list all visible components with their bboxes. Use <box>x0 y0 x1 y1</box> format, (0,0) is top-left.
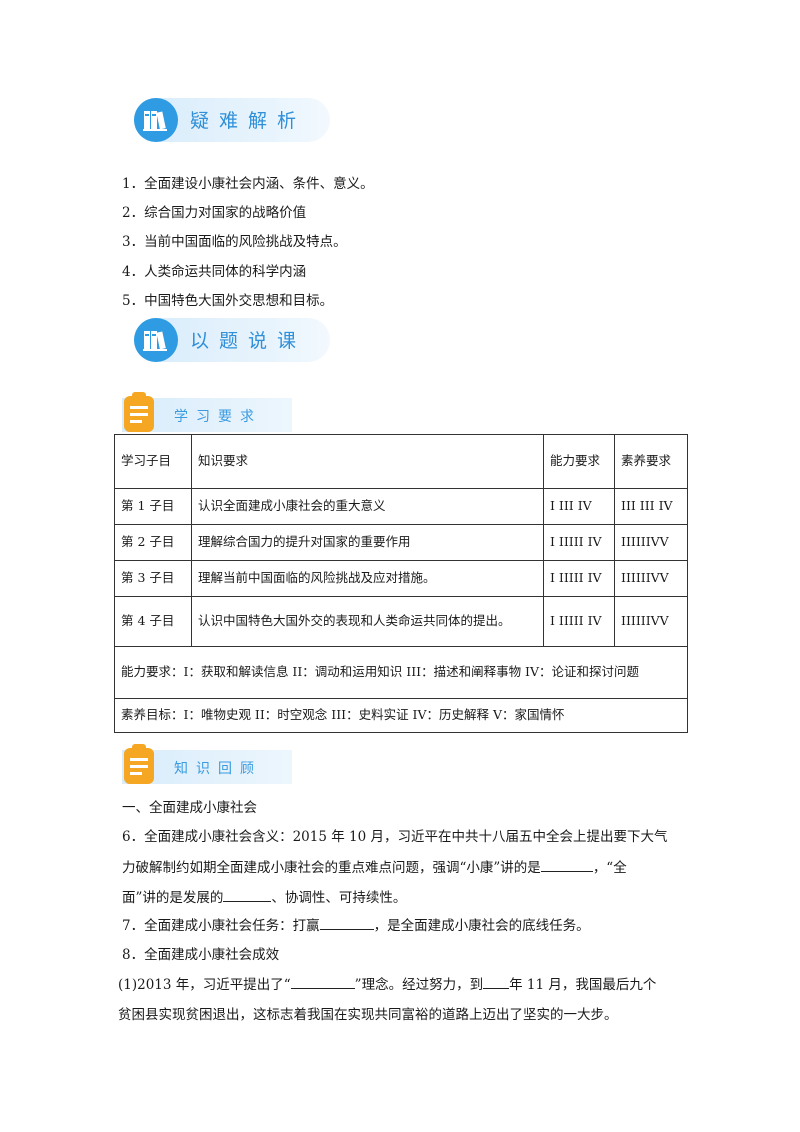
paragraph-line: 贫困县实现贫困退出，这标志着我国在实现共同富裕的道路上迈出了坚实的一大步。 <box>118 1007 618 1023</box>
table-cell: 理解综合国力的提升对国家的重要作用 <box>191 524 544 561</box>
paragraph-line: 力破解制约如期全面建成小康社会的重点难点问题，强调“小康”讲的是 ，“全 <box>122 856 627 876</box>
paragraph-text: 7．全面建成小康社会任务：打赢 <box>122 918 320 934</box>
fill-blank[interactable] <box>540 857 593 872</box>
section-title: 学习要求 <box>174 409 262 425</box>
paragraph-text: (1)2013 年，习近平提出了“ <box>118 977 291 993</box>
paragraph-text: 面”讲的是发展的 <box>122 890 224 906</box>
section-tag-requirements: 学习要求 <box>122 392 292 432</box>
table-cell: I IIIII IV <box>543 560 615 597</box>
table-cell: I IIIII IV <box>543 596 615 647</box>
list-item: 5．中国特色大国外交思想和目标。 <box>122 293 334 309</box>
section-banner-difficulty: 疑难解析 <box>134 98 330 142</box>
table-header-cell: 能力要求 <box>543 434 615 489</box>
table-header-row: 学习子目 知识要求 能力要求 素养要求 <box>114 434 688 489</box>
fill-blank[interactable] <box>319 915 374 930</box>
section-title: 疑难解析 <box>190 110 307 132</box>
paragraph-line: 面”讲的是发展的 、协调性、可持续性。 <box>122 886 406 906</box>
list-item: 3．当前中国面临的风险挑战及特点。 <box>122 234 347 250</box>
review-heading: 一、全面建成小康社会 <box>122 800 257 816</box>
table-cell: 第 4 子目 <box>114 596 192 647</box>
notepad-icon <box>124 744 154 784</box>
table-row: 第 1 子目 认识全面建成小康社会的重大意义 I III IV III III … <box>114 488 688 525</box>
table-header-cell: 知识要求 <box>191 434 544 489</box>
table-row: 第 3 子目 理解当前中国面临的风险挑战及应对措施。 I IIIII IV II… <box>114 560 688 597</box>
paragraph-line: 8．全面建成小康社会成效 <box>122 947 280 963</box>
requirements-table: 学习子目 知识要求 能力要求 素养要求 第 1 子目 认识全面建成小康社会的重大… <box>114 434 688 733</box>
table-cell: 认识中国特色大国外交的表现和人类命运共同体的提出。 <box>191 596 544 647</box>
paragraph-text: ”理念。经过努力，到 <box>354 977 484 993</box>
section-tag-review: 知识回顾 <box>122 744 292 784</box>
list-item: 2．综合国力对国家的战略价值 <box>122 205 307 221</box>
table-note-row: 素养目标：I：唯物史观 II：时空观念 III：史料实证 IV：历史解释 V：家… <box>114 698 688 733</box>
table-cell: III III IV <box>614 488 688 525</box>
section-title: 知识回顾 <box>174 761 262 777</box>
paragraph-text: 、协调性、可持续性。 <box>271 890 407 906</box>
paragraph-text: 年 11 月，我国最后九个 <box>509 977 657 993</box>
paragraph-line: 6．全面建成小康社会含义：2015 年 10 月，习近平在中共十八届五中全会上提… <box>122 829 668 845</box>
table-cell: IIIIIIVV <box>614 596 688 647</box>
fill-blank[interactable] <box>223 887 272 902</box>
section-banner-lesson: 以题说课 <box>134 318 330 362</box>
table-row: 第 4 子目 认识中国特色大国外交的表现和人类命运共同体的提出。 I IIIII… <box>114 596 688 647</box>
table-header-cell: 学习子目 <box>114 434 192 489</box>
paragraph-text: 力破解制约如期全面建成小康社会的重点难点问题，强调“小康”讲的是 <box>122 860 541 876</box>
table-cell: 第 3 子目 <box>114 560 192 597</box>
table-cell: I IIIII IV <box>543 524 615 561</box>
ability-note: 能力要求：I：获取和解读信息 II：调动和运用知识 III：描述和阐释事物 IV… <box>114 646 688 699</box>
list-item: 4．人类命运共同体的科学内涵 <box>122 264 307 280</box>
paragraph-text: ，是全面建成小康社会的底线任务。 <box>373 918 590 934</box>
books-icon <box>134 98 178 142</box>
fill-blank[interactable] <box>483 974 510 989</box>
section-title: 以题说课 <box>190 330 307 352</box>
table-header-cell: 素养要求 <box>614 434 688 489</box>
list-item: 1．全面建设小康社会内涵、条件、意义。 <box>122 176 374 192</box>
table-cell: 第 1 子目 <box>114 488 192 525</box>
paragraph-line: 7．全面建成小康社会任务：打赢 ，是全面建成小康社会的底线任务。 <box>122 914 590 934</box>
fill-blank[interactable] <box>290 974 355 989</box>
books-icon <box>134 318 178 362</box>
table-cell: 认识全面建成小康社会的重大意义 <box>191 488 544 525</box>
literacy-note: 素养目标：I：唯物史观 II：时空观念 III：史料实证 IV：历史解释 V：家… <box>114 698 688 733</box>
table-cell: I III IV <box>543 488 615 525</box>
table-cell: IIIIIIVV <box>614 524 688 561</box>
table-cell: 第 2 子目 <box>114 524 192 561</box>
table-cell: 理解当前中国面临的风险挑战及应对措施。 <box>191 560 544 597</box>
notepad-icon <box>124 392 154 432</box>
table-cell: IIIIIIVV <box>614 560 688 597</box>
paragraph-line: (1)2013 年，习近平提出了“ ”理念。经过努力，到 年 11 月，我国最后九个 <box>118 973 656 993</box>
table-row: 第 2 子目 理解综合国力的提升对国家的重要作用 I IIIII IV IIII… <box>114 524 688 561</box>
table-note-row: 能力要求：I：获取和解读信息 II：调动和运用知识 III：描述和阐释事物 IV… <box>114 646 688 699</box>
paragraph-text: ，“全 <box>592 860 627 876</box>
